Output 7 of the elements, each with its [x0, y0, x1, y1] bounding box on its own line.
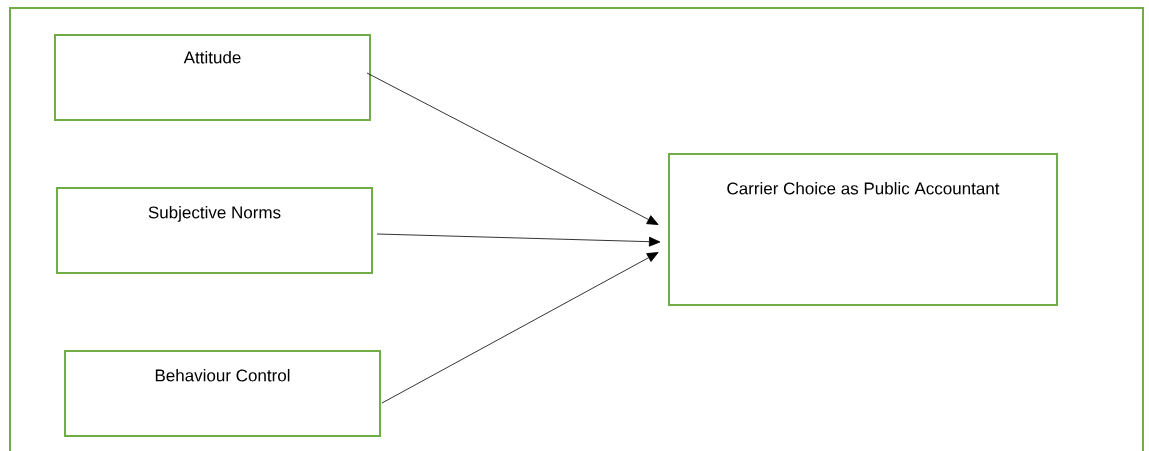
- arrow: [366, 72, 659, 225]
- text-box: Attitude: [54, 34, 371, 121]
- text-box: Subjective Norms: [56, 187, 373, 274]
- text-box: Carrier Choice as Public Accountant: [668, 153, 1058, 306]
- arrow: [376, 233, 661, 247]
- text-box: Behaviour Control: [64, 350, 381, 437]
- arrow: [381, 252, 659, 404]
